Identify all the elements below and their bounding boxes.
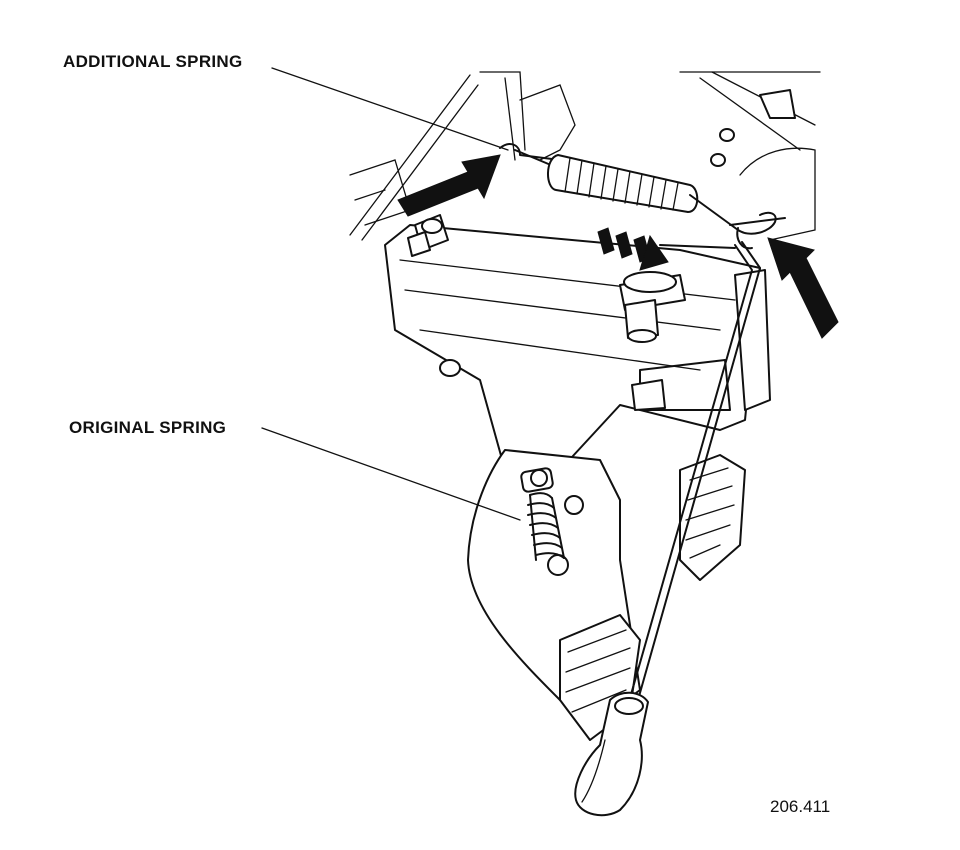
original-spring <box>520 467 584 576</box>
figure-number: 206.411 <box>770 797 831 816</box>
original-spring-leader <box>261 427 521 521</box>
brake-pedal <box>679 454 746 581</box>
mounting-stud-right <box>619 271 686 343</box>
additional-spring-label: ADDITIONAL SPRING <box>63 52 243 71</box>
frame-outline <box>349 71 821 241</box>
original-spring-label: ORIGINAL SPRING <box>69 418 227 437</box>
stretch-direction-dashed-arrow-icon <box>597 227 669 271</box>
attach-arrow-icon <box>397 154 501 217</box>
additional-spring-leader <box>271 67 509 151</box>
screwdriver-tool <box>574 241 761 817</box>
hook-arrow-icon <box>767 237 839 339</box>
mounting-stud-left <box>407 214 449 257</box>
pedal-bracket <box>384 224 771 471</box>
additional-spring <box>499 143 786 250</box>
